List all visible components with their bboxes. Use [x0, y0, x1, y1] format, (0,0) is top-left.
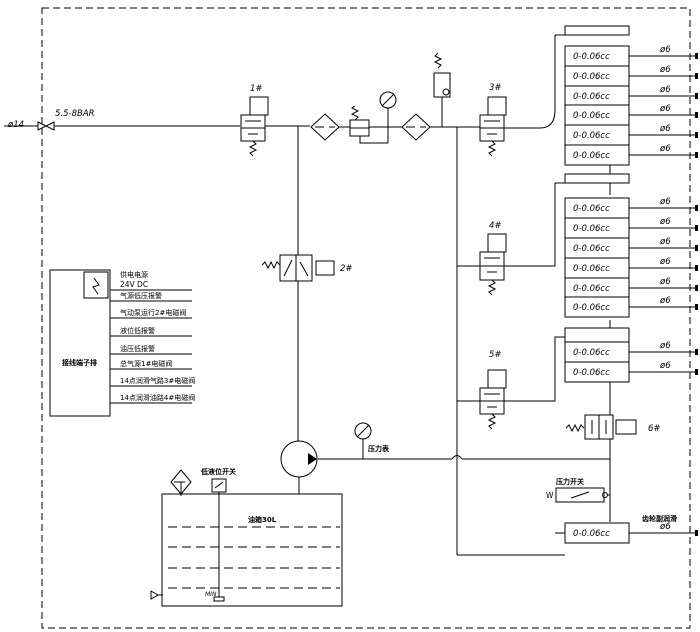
filter-2-icon [401, 113, 431, 141]
outlet-label: ø6 [659, 217, 671, 227]
metering-unit: 0-0.06cc ø6 [564, 217, 698, 239]
enclosure-border [41, 7, 691, 629]
metering-unit: 0-0.06cc ø6 [564, 144, 698, 166]
outlet-label: ø6 [659, 296, 671, 306]
outlet-label: ø6 [659, 85, 671, 95]
distributor-header [564, 327, 630, 343]
solenoid-valve-6 [565, 414, 637, 440]
pressure-switch-label: 压力开关 [556, 477, 584, 486]
metering-unit-label: 0-0.06cc [573, 111, 610, 121]
metering-unit: 0-0.06cc ø6 [564, 197, 698, 219]
metering-unit: 0-0.06cc ø6 [564, 341, 698, 363]
pump-icon [280, 440, 318, 478]
metering-unit-label: 0-0.06cc [573, 224, 610, 234]
low-level-switch-icon [211, 478, 227, 602]
valve-1-label: 1# [250, 84, 263, 94]
terminal-line-label: 总气源1#电磁阀 [120, 359, 172, 368]
inlet-pressure-label: 5.5-8BAR [55, 109, 95, 119]
metering-unit: 0-0.06cc ø6 [564, 65, 698, 87]
outlet-label: ø6 [659, 522, 671, 532]
terminal-line-label: 气源低压报警 [120, 291, 162, 300]
terminal-line-label: 气动泵运行2#电磁阀 [120, 308, 186, 317]
terminal-line-label: 24V DC [120, 280, 148, 289]
terminal-line-label: 液位低报警 [120, 326, 155, 335]
solenoid-valve-4 [479, 233, 507, 296]
outlet-label: ø6 [659, 341, 671, 351]
tank-level-lines [168, 526, 340, 589]
valve-4-label: 4# [489, 221, 502, 231]
valve-2-label: 2# [340, 264, 353, 274]
metering-unit-label: 0-0.06cc [573, 131, 610, 141]
metering-unit-label: 0-0.06cc [573, 204, 610, 214]
pressure-gauge-label: 压力表 [368, 444, 390, 453]
outlet-label: ø6 [659, 361, 671, 371]
inlet-check-valve-icon [37, 121, 55, 131]
metering-unit: 0-0.06cc ø6 [564, 257, 698, 279]
metering-unit: 0-0.06cc ø6 [564, 124, 698, 146]
metering-unit: 0-0.06cc ø6 [564, 361, 698, 383]
metering-unit-label: 0-0.06cc [573, 303, 610, 313]
metering-unit-label: 0-0.06cc [573, 264, 610, 274]
metering-unit: 0-0.06cc ø6 [564, 45, 698, 67]
metering-unit-label: 0-0.06cc [573, 92, 610, 102]
low-level-switch-label: 低液位开关 [200, 467, 236, 476]
outlet-label: ø6 [659, 45, 671, 55]
filter-1-icon [310, 113, 340, 141]
relief-valve-icon [433, 52, 451, 127]
metering-unit-label: 0-0.06cc [573, 348, 610, 358]
metering-unit: 0-0.06cc ø6 [564, 522, 698, 544]
outlet-label: ø6 [659, 124, 671, 134]
valve-5-label: 5# [489, 350, 502, 360]
tank-label: 油箱30L [248, 515, 277, 524]
drain-valve-icon [150, 590, 163, 600]
solenoid-valve-3 [479, 96, 507, 157]
metering-unit-label: 0-0.06cc [573, 72, 610, 82]
gear-lube-label: 齿轮副润滑 [642, 514, 677, 523]
outlet-label: ø6 [659, 144, 671, 154]
tank-breather-filter-icon [170, 469, 192, 496]
metering-unit-label: 0-0.06cc [573, 368, 610, 378]
inlet-pipe-label: ø14 [7, 120, 24, 130]
oil-tank [161, 493, 343, 607]
regulator-gauge-icon [379, 91, 397, 143]
metering-unit-label: 0-0.06cc [573, 52, 610, 62]
tank-min-mark: MIN [205, 591, 217, 598]
metering-unit-label: 0-0.06cc [573, 244, 610, 254]
terminal-power-module [83, 271, 109, 299]
outlet-label: ø6 [659, 237, 671, 247]
pressure-regulator-icon [349, 105, 370, 137]
distributor-header [564, 173, 630, 184]
solenoid-valve-5 [479, 369, 507, 430]
valve-3-label: 3# [489, 83, 502, 93]
outlet-label: ø6 [659, 277, 671, 287]
terminal-line-label: 油压低报警 [120, 344, 155, 353]
solenoid-valve-1 [240, 96, 269, 157]
terminal-title: 接线端子排 [62, 358, 97, 367]
pressure-gauge-icon [354, 422, 372, 440]
pressure-switch-icon: W [546, 487, 608, 503]
outlet-label: ø6 [659, 257, 671, 267]
metering-unit: 0-0.06cc ø6 [564, 104, 698, 126]
distributor-group: 0-0.06cc ø6 0-0.06cc ø6 0-0.06cc ø6 0-0.06cc ø6… [564, 25, 698, 544]
terminal-line-label: 14点润滑油路4#电磁阀 [120, 393, 195, 402]
metering-unit: 0-0.06cc ø6 [564, 296, 698, 318]
terminal-line-label: 14点润滑气路3#电磁阀 [120, 376, 195, 385]
solenoid-valve-2 [261, 254, 335, 282]
outlet-label: ø6 [659, 65, 671, 75]
outlet-label: ø6 [659, 104, 671, 114]
terminal-line-label: 供电电源 [120, 270, 148, 279]
metering-unit-label: 0-0.06cc [573, 151, 610, 161]
valve-6-label: 6# [648, 424, 661, 434]
outlet-label: ø6 [659, 197, 671, 207]
metering-unit-label: 0-0.06cc [573, 529, 610, 539]
svg-text:W: W [546, 491, 554, 500]
metering-unit: 0-0.06cc ø6 [564, 237, 698, 259]
metering-unit-label: 0-0.06cc [573, 284, 610, 294]
distributor-header [564, 25, 630, 36]
metering-unit: 0-0.06cc ø6 [564, 277, 698, 299]
metering-unit: 0-0.06cc ø6 [564, 85, 698, 107]
